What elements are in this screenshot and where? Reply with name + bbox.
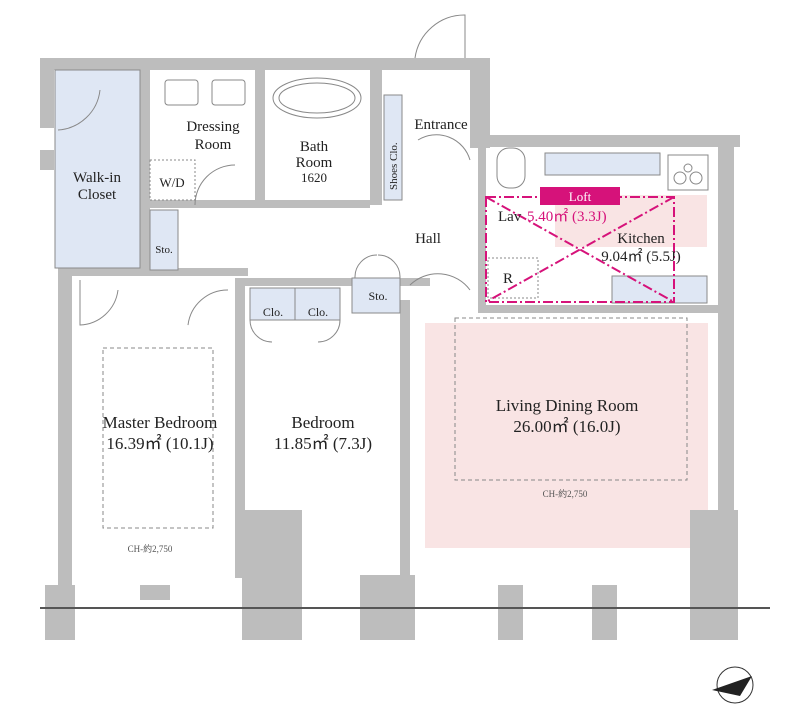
- bathtub-icon: [272, 77, 362, 119]
- walk-in-closet: [54, 69, 141, 269]
- kitchen-counter-top: [544, 152, 661, 176]
- kitchen-area: 9.04㎡ (5.5J): [601, 248, 681, 265]
- stove-icon: [667, 154, 709, 191]
- storage-left: [149, 209, 179, 271]
- shoes-closet: [383, 94, 403, 201]
- living-dining-label: Living Dining Room: [496, 396, 639, 415]
- refrigerator-icon: [487, 257, 539, 299]
- loft-label: Loft: [569, 189, 592, 204]
- sink-icon: [164, 79, 199, 106]
- door-icon: [409, 273, 471, 291]
- washer-dryer-icon: [149, 159, 196, 201]
- closet-1: [249, 287, 296, 321]
- living-ceiling-height: CH-約2,750: [543, 488, 588, 499]
- door-icon: [194, 164, 236, 206]
- master-ceiling-height: CH-約2,750: [128, 543, 173, 554]
- bedroom-area: 11.85㎡ (7.3J): [274, 434, 372, 453]
- walk-in-closet-label: Walk-in: [73, 170, 121, 186]
- wd-label: W/D: [159, 175, 184, 190]
- bath-room-label-2: Room: [296, 155, 333, 171]
- closet-label: Clo.: [263, 305, 283, 319]
- kitchen-counter-bottom: [611, 275, 708, 304]
- door-icon: [187, 289, 229, 326]
- door-icon: [354, 254, 401, 279]
- bed-outline: [102, 347, 214, 529]
- master-bedroom-area: 16.39㎡ (10.1J): [106, 434, 213, 453]
- loft-outline: [485, 187, 675, 303]
- living-dining-area: 26.00㎡ (16.0J): [513, 417, 620, 436]
- door-icon: [249, 319, 341, 343]
- bath-size-label: 1620: [301, 170, 327, 185]
- entrance-label: Entrance: [414, 117, 468, 133]
- living-room-area: [425, 323, 708, 548]
- storage-label: Sto.: [155, 244, 173, 256]
- toilet-icon: [496, 147, 526, 189]
- storage-hall-label: Sto.: [368, 289, 387, 303]
- ceiling-outline: [454, 317, 688, 481]
- sink-icon: [211, 79, 246, 106]
- bedroom-label: Bedroom: [291, 413, 354, 432]
- walls: [40, 58, 770, 640]
- master-bedroom-label: Master Bedroom: [103, 413, 218, 432]
- loft-area: 5.40㎡ (3.3J): [527, 208, 607, 225]
- dressing-room-label-2: Room: [195, 137, 232, 153]
- storage-hall: [351, 277, 401, 314]
- north-compass-icon: [712, 666, 754, 704]
- shoes-closet-label: Shoes Clo.: [388, 142, 400, 190]
- lav-label: Lav: [498, 209, 522, 225]
- refrigerator-label: R: [503, 271, 513, 287]
- door-icon: [417, 134, 471, 161]
- door-icon: [57, 89, 101, 131]
- kitchen-label: Kitchen: [617, 231, 665, 247]
- hall-label: Hall: [415, 231, 441, 247]
- door-icon: [79, 280, 119, 326]
- walk-in-closet-label-2: Closet: [78, 187, 117, 203]
- dressing-room-label: Dressing: [186, 119, 240, 135]
- bath-room-label: Bath: [300, 139, 329, 155]
- closet-label: Clo.: [308, 305, 328, 319]
- entrance-door-icon: [414, 14, 466, 59]
- closet-2: [294, 287, 341, 321]
